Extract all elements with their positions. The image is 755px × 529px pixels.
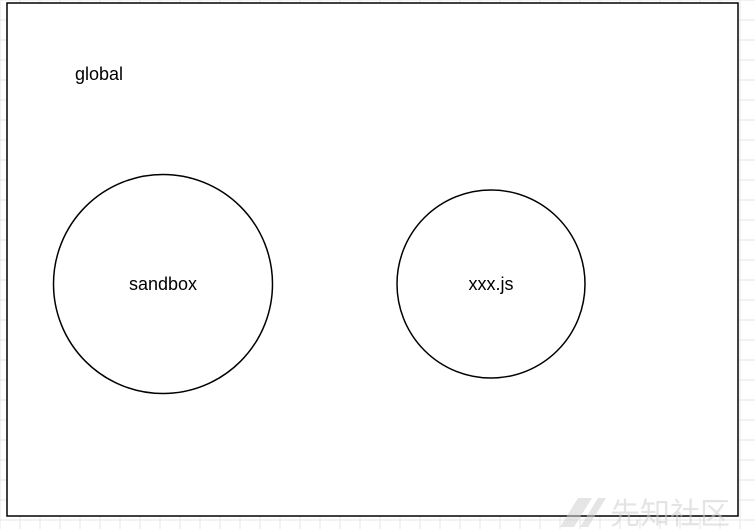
watermark-logo-icon — [560, 498, 606, 527]
sandbox-label: sandbox — [129, 274, 197, 294]
xxx-js-label: xxx.js — [469, 274, 514, 294]
xxx-js-circle[interactable] — [396, 189, 586, 379]
sandbox-circle[interactable] — [52, 173, 274, 395]
watermark-text: 先知社区 — [610, 497, 730, 529]
global-label: global — [75, 64, 123, 84]
watermark-logo: 先知社区 — [560, 497, 730, 529]
